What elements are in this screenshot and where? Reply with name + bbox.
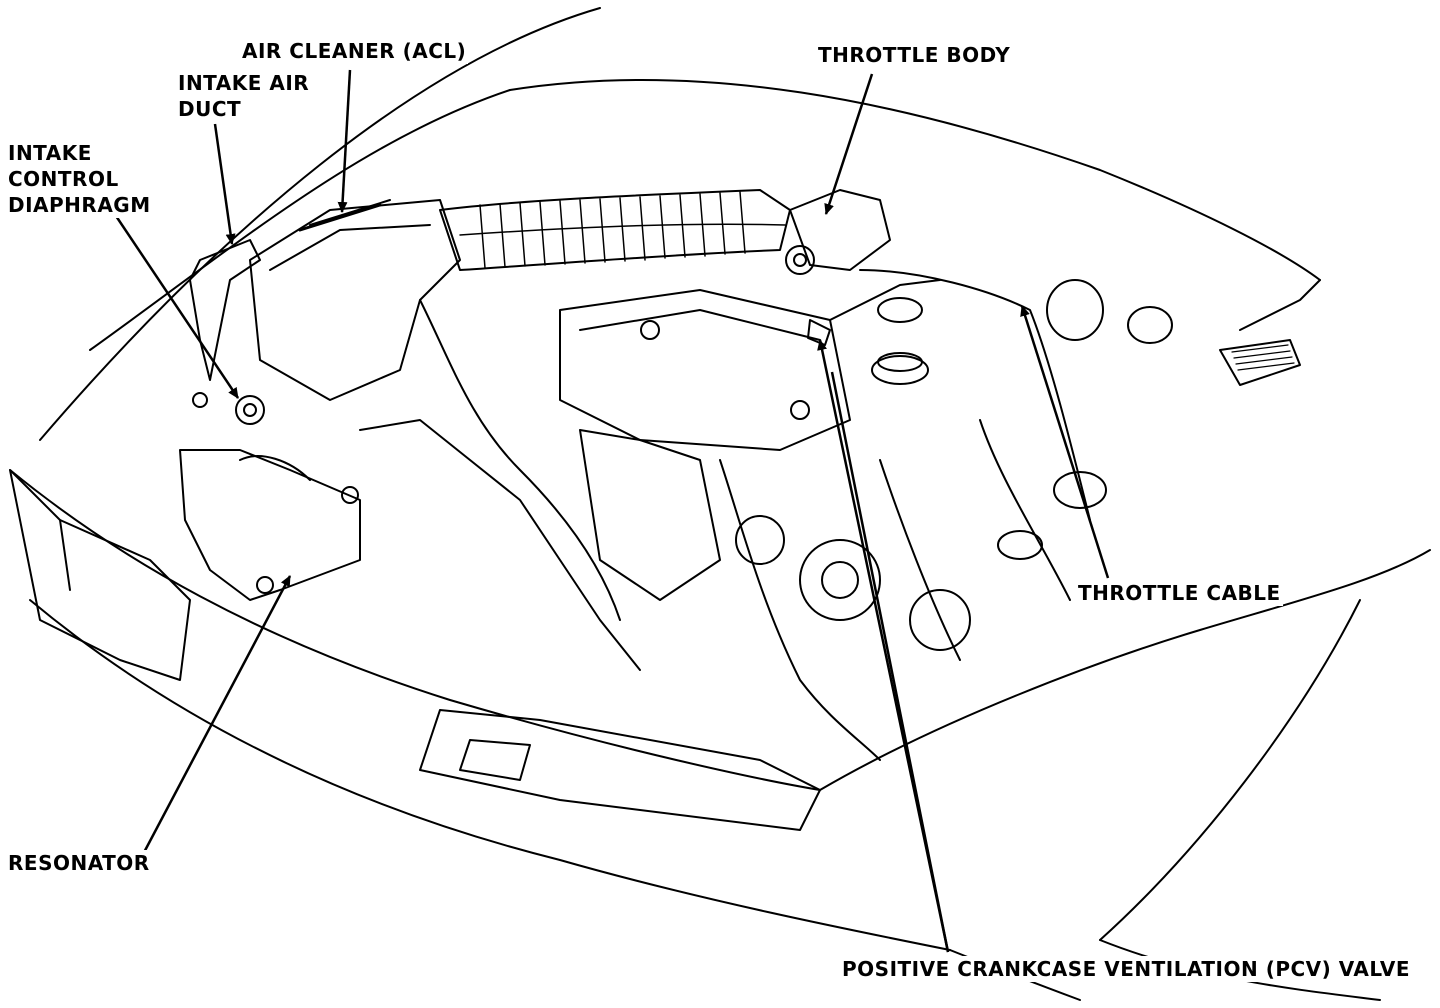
label-resonator: RESONATOR bbox=[6, 850, 152, 876]
label-throttle-cable: THROTTLE CABLE bbox=[1076, 580, 1283, 606]
label-intake-control-diaphragm-line1: INTAKE bbox=[8, 141, 92, 165]
leader-throttle-body bbox=[824, 73, 874, 215]
label-intake-air-duct: INTAKE AIR DUCT bbox=[176, 70, 312, 122]
label-intake-control-diaphragm-line2: CONTROL bbox=[8, 167, 119, 191]
engine-components bbox=[179, 189, 1301, 761]
car-body-outline bbox=[9, 7, 1431, 1001]
label-throttle-cable-text: THROTTLE CABLE bbox=[1078, 581, 1281, 605]
label-intake-control-diaphragm-line3: DIAPHRAGM bbox=[8, 193, 151, 217]
label-throttle-body: THROTTLE BODY bbox=[816, 42, 1013, 68]
label-intake-air-duct-line2: DUCT bbox=[178, 97, 242, 121]
leader-air-cleaner bbox=[337, 69, 352, 213]
leader-pcv-valve-2 bbox=[830, 371, 950, 953]
label-intake-control-diaphragm: INTAKE CONTROL DIAPHRAGM bbox=[6, 140, 153, 218]
label-resonator-text: RESONATOR bbox=[8, 851, 150, 875]
label-intake-air-duct-line1: INTAKE AIR bbox=[178, 71, 310, 95]
label-throttle-body-text: THROTTLE BODY bbox=[818, 43, 1011, 67]
label-air-cleaner-text: AIR CLEANER (ACL) bbox=[242, 39, 467, 63]
label-air-cleaner: AIR CLEANER (ACL) bbox=[240, 38, 469, 64]
leader-resonator bbox=[138, 575, 292, 861]
label-pcv-valve-text: POSITIVE CRANKCASE VENTILATION (PCV) VAL… bbox=[842, 957, 1410, 981]
leader-intake-control-diaphragm bbox=[110, 209, 240, 399]
label-pcv-valve: POSITIVE CRANKCASE VENTILATION (PCV) VAL… bbox=[840, 956, 1412, 982]
leader-intake-air-duct bbox=[213, 123, 236, 245]
leader-lines bbox=[110, 69, 1110, 953]
leader-throttle-cable bbox=[1020, 305, 1110, 579]
